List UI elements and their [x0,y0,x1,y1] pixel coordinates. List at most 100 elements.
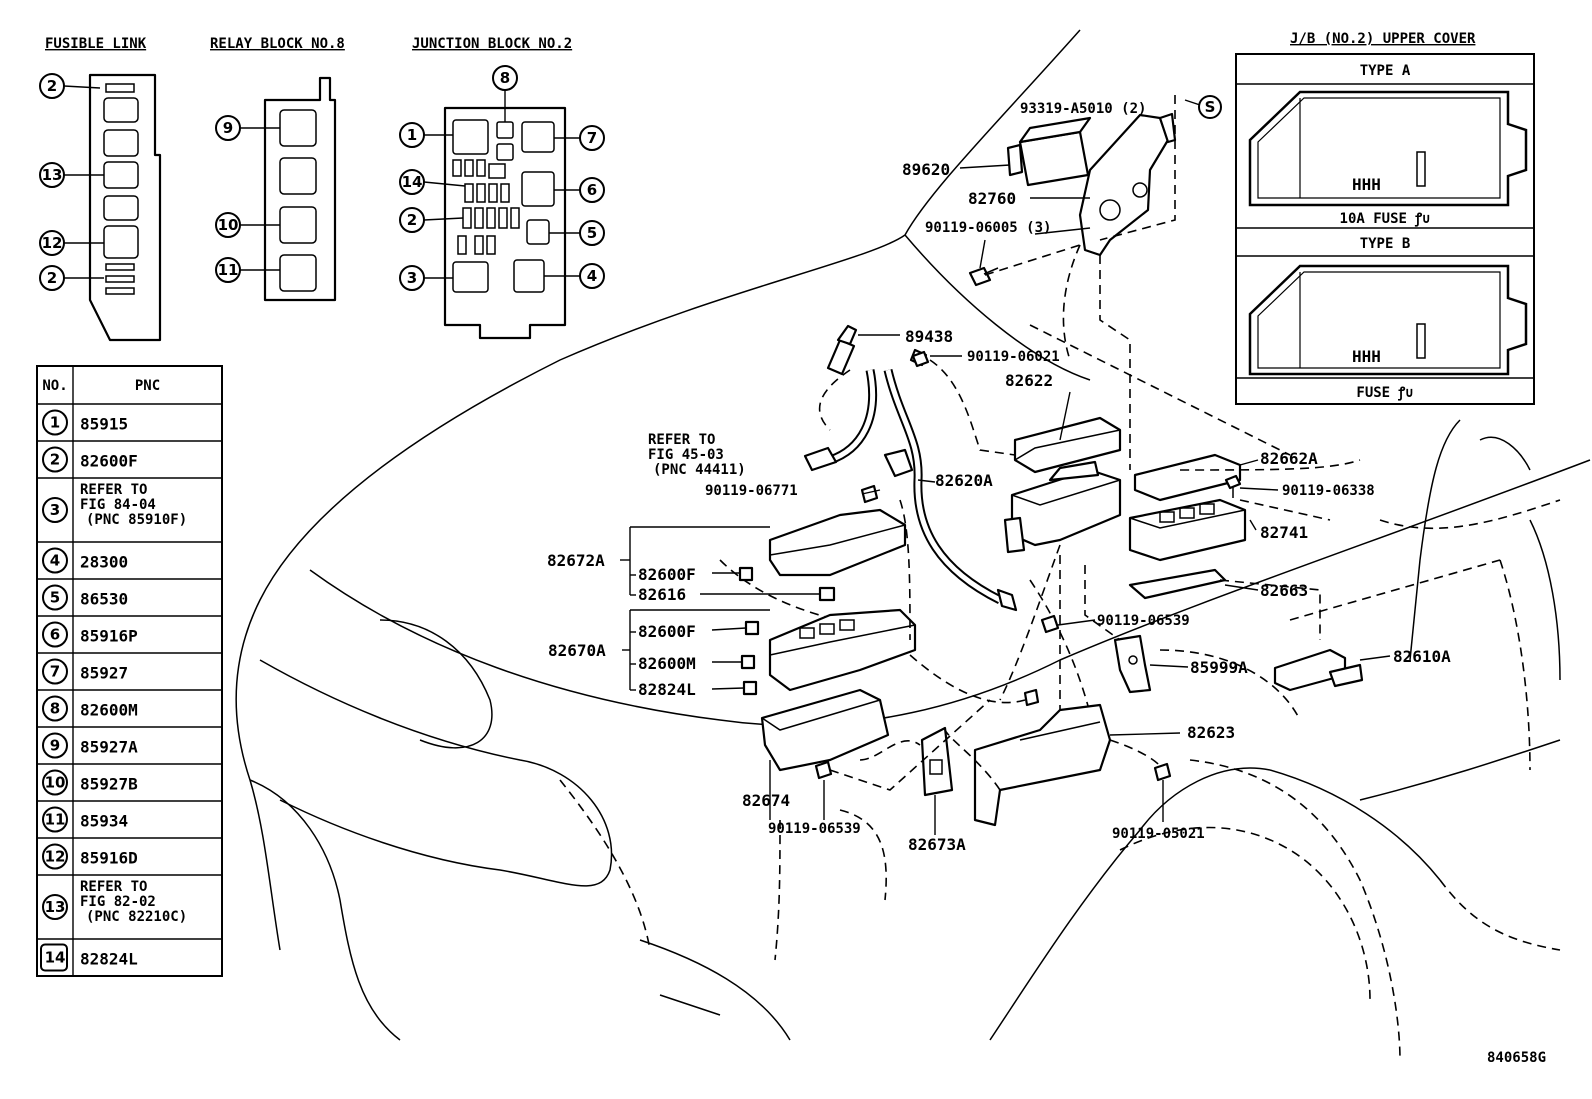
row-pnc: (PNC 82210C) [86,909,187,925]
relay-block-inset: RELAY BLOCK NO.8 9 10 11 [210,36,345,302]
type-b-label: TYPE B [1360,236,1411,252]
callout: 2 [47,77,57,95]
upper-cover-inset: J/B (NO.2) UPPER COVER TYPE A 10A FUSE ꝭ… [1235,31,1535,405]
label-82623: 82623 [1187,723,1235,742]
refer-fig45-block: REFER TO FIG 45-03 (PNC 44411) [648,432,746,478]
callout: 6 [587,181,597,199]
refer-fig45-line2: FIG 45-03 [648,447,724,463]
row-pnc: 85927A [80,738,138,757]
label-90119-06539-bottom: 90119-06539 [768,821,861,837]
leader-lines [620,99,1391,835]
row-number-badge [42,658,68,685]
label-82670A: 82670A [548,641,606,660]
label-82616: 82616 [638,585,686,604]
row-number-badge [42,843,68,870]
row-number: 12 [45,848,66,866]
row-number: 11 [45,811,66,829]
bolt-90119-06338 [1224,474,1242,498]
row-pnc: 82824L [80,950,138,969]
tray-82623 [973,688,1112,827]
label-82622: 82622 [1005,371,1053,390]
label-82600F-a: 82600F [638,565,696,584]
row-pnc: 85916D [80,849,138,868]
label-90119-06338: 90119-06338 [1282,483,1375,499]
table-row: 12 85916D [42,843,138,870]
lower-case-82674 [760,688,890,772]
callout: 2 [407,211,417,229]
label-89620: 89620 [902,160,950,179]
row-number-badge [42,769,68,796]
fusible-link-inset: FUSIBLE LINK 2 13 12 2 [39,36,162,342]
refer-fig45-line3: (PNC 44411) [653,462,746,478]
clip-90119-06021 [911,350,930,368]
bracket-85999A [1113,634,1152,694]
row-pnc: 85916P [80,627,138,646]
fuse-mark-b: HHH [1352,347,1381,366]
row-pnc: 28300 [80,553,128,572]
label-82824L: 82824L [638,680,696,699]
callout: 8 [500,69,510,87]
cover-82662A [1133,453,1242,502]
row-number-badge [42,547,68,574]
fuse-mark-a: HHH [1352,175,1381,194]
label-82600M: 82600M [638,654,696,673]
row-number: 9 [50,737,60,755]
callout: 10 [218,216,239,234]
label-90119-06539-right: 90119-06539 [1097,613,1190,629]
row-number-badge [42,409,68,436]
callout: 5 [587,224,597,242]
diagram-code: 840658G [1487,1050,1546,1066]
row-pnc: 85927B [80,775,138,794]
type-a-label: TYPE A [1360,63,1411,79]
row-number-badge [42,894,68,920]
bracket-82760 [1078,112,1177,257]
table-row: 9 85927A [42,732,138,759]
callout: 9 [223,119,233,137]
row-number-badge [42,584,68,611]
bolt-90119-06539-right [1040,614,1060,634]
callout: 7 [587,129,597,147]
label-89438: 89438 [905,327,953,346]
bracket-82673A [920,726,954,797]
relay-89620 [1006,116,1092,187]
row-pnc: 85934 [80,812,128,831]
row-number-badge [42,446,68,473]
row-number-badge [42,806,68,833]
fuses [738,566,836,696]
table-header-pnc: PNC [135,378,160,394]
table-row: 7 85927 [42,658,128,685]
bolt-90119-06539-bottom [814,760,833,780]
row-pnc: 86530 [80,590,128,609]
callout: 12 [42,234,63,252]
row-pnc: REFER TO [80,879,147,895]
callout: 2 [47,269,57,287]
assembly-lines [818,95,1361,791]
row-number: 4 [50,552,60,570]
row-number: 7 [50,663,60,681]
row-number: 13 [45,898,66,916]
type-b-caption: FUSE ꝭ∪ [1356,385,1413,401]
label-90119-06021: 90119-06021 [967,349,1060,365]
label-93319: 93319-A5010 (2) [1020,101,1146,117]
row-number-badge [40,943,68,972]
part-labels: 93319-A5010 (2) S 89620 82760 90119-0600… [547,95,1451,854]
row-number-badge [42,732,68,759]
row-number: 3 [50,501,60,519]
callout: 13 [42,166,63,184]
label-82673A: 82673A [908,835,966,854]
table-row: 11 85934 [42,806,128,833]
row-number: 2 [50,451,60,469]
cover-type-b-shape [1248,264,1528,376]
callout: 11 [218,261,239,279]
row-pnc: FIG 84-04 [80,497,156,513]
callout: 1 [407,126,417,144]
relay-block-82741 [1128,498,1247,562]
row-pnc: 85927 [80,664,128,683]
row-number-badge [42,497,68,523]
bolt-90119-06005 [968,266,999,287]
row-number: 5 [50,589,60,607]
label-82672A: 82672A [547,551,605,570]
